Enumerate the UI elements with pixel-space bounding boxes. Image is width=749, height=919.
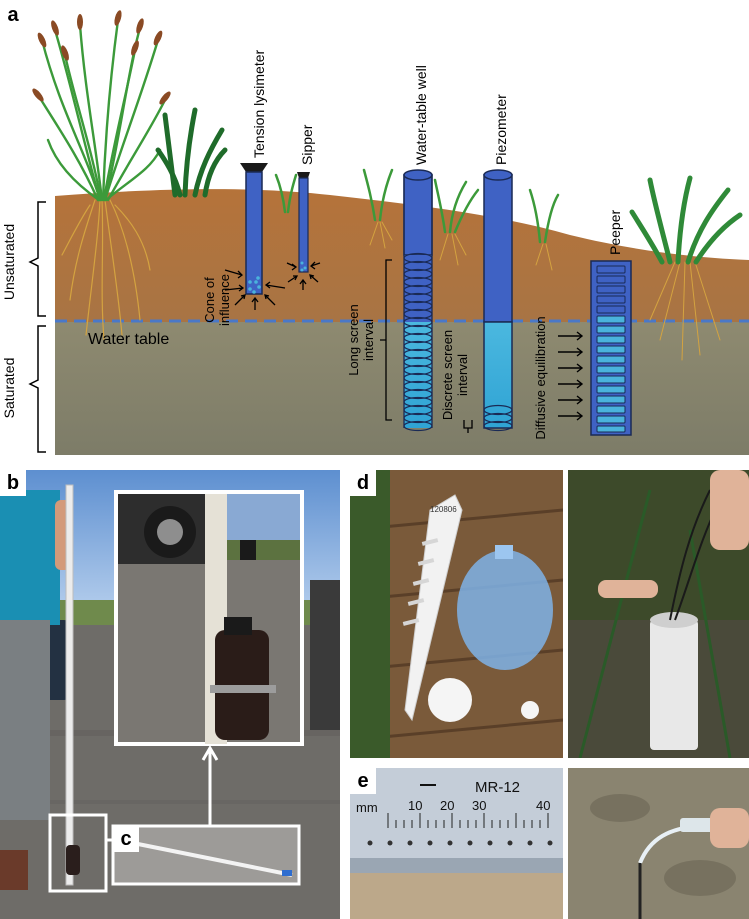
long-screen-label-line2: interval <box>361 319 376 361</box>
ruler-tick-40: 40 <box>536 798 550 813</box>
panel-e-scene: MR-12 mm 10 20 30 40 <box>350 768 749 919</box>
diffusive-label: Diffusive equilibration <box>533 316 548 439</box>
long-screen-bracket <box>380 259 392 421</box>
unsaturated-brace <box>28 201 46 317</box>
saturated-zone <box>55 322 749 455</box>
saturated-label: Saturated <box>1 358 17 419</box>
long-screen-label-line1: Long screen <box>346 304 361 376</box>
unsaturated-zone <box>55 189 749 322</box>
saturated-brace <box>28 325 46 453</box>
discrete-screen-label-line1: Discrete screen <box>440 330 455 420</box>
sampler-pole <box>65 484 74 886</box>
piezometer-label: Piezometer <box>493 94 509 165</box>
panel-a-diagram: Unsaturated Saturated <box>1 10 749 455</box>
peeper-tag-text: 120806 <box>430 505 457 514</box>
panel-b-scene <box>0 470 340 919</box>
sipper <box>297 172 310 273</box>
small-plants <box>274 168 560 271</box>
ruler-tick-10: 10 <box>408 798 422 813</box>
panel-e-letter: e <box>350 768 376 794</box>
ruler-tick-20: 20 <box>440 798 454 813</box>
panel-e-photo: MR-12 mm 10 20 30 40 e <box>350 768 749 919</box>
water-table-well <box>403 169 433 432</box>
panel-c-letter: c <box>113 826 139 852</box>
tension-lysimeter <box>240 163 268 295</box>
dark-grass-clump <box>155 107 228 198</box>
unsaturated-label: Unsaturated <box>1 224 17 300</box>
cone-of-influence-arrows <box>224 261 321 310</box>
panel-a-letter: a <box>0 2 26 28</box>
sipper-label: Sipper <box>299 124 315 165</box>
ruler-model-label: MR-12 <box>475 779 520 796</box>
water-table-label: Water table <box>88 331 169 348</box>
peeper-device <box>404 494 463 722</box>
water-table-well-label: Water-table well <box>413 65 429 165</box>
cone-label-line1: Cone of <box>202 277 217 323</box>
pvc-pipe <box>650 620 698 750</box>
peeper-label: Peeper <box>607 210 623 255</box>
sampler-highlight-box <box>48 813 108 893</box>
discrete-screen-bracket <box>463 420 473 433</box>
ruler-unit-label: mm <box>356 800 378 815</box>
panel-a: Unsaturated Saturated <box>0 0 749 457</box>
diffusive-arrows <box>558 331 584 421</box>
peeper <box>590 260 632 436</box>
panel-c-frame <box>111 824 301 886</box>
discrete-screen-label-line2: interval <box>455 354 470 396</box>
panel-b-photo: b c <box>0 470 340 919</box>
tension-lysimeter-label: Tension lysimeter <box>251 50 267 158</box>
panel-d-letter: d <box>350 470 376 496</box>
right-grass-clump <box>629 175 743 361</box>
panel-b-letter: b <box>0 470 26 496</box>
large-sedge-plant <box>32 10 171 341</box>
panel-d-scene: 120806 <box>350 470 749 758</box>
panel-d-photo: 120806 d <box>350 470 749 758</box>
cone-label-line2: influence <box>217 274 232 326</box>
person-shirt <box>0 490 60 625</box>
piezometer <box>483 169 513 432</box>
water-jug <box>457 550 553 670</box>
ruler-tick-30: 30 <box>472 798 486 813</box>
